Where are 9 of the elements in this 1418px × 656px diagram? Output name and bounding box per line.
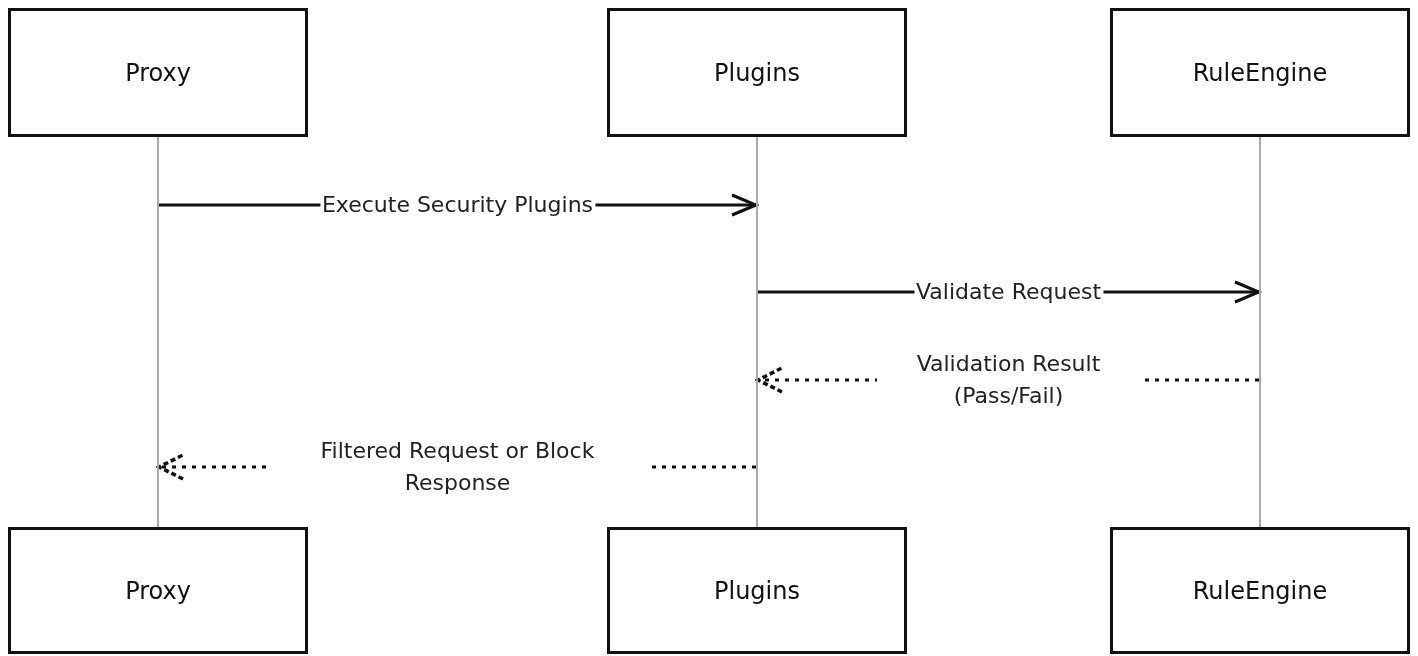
participant-box: Plugins xyxy=(607,8,907,137)
participant-box: Proxy xyxy=(8,8,308,137)
participant-box: Proxy xyxy=(8,527,308,654)
participant-box: RuleEngine xyxy=(1110,8,1410,137)
lifeline xyxy=(1259,137,1261,527)
participant-box: Plugins xyxy=(607,527,907,654)
lifeline xyxy=(756,137,758,527)
lifeline xyxy=(157,137,159,527)
participant-box: RuleEngine xyxy=(1110,527,1410,654)
